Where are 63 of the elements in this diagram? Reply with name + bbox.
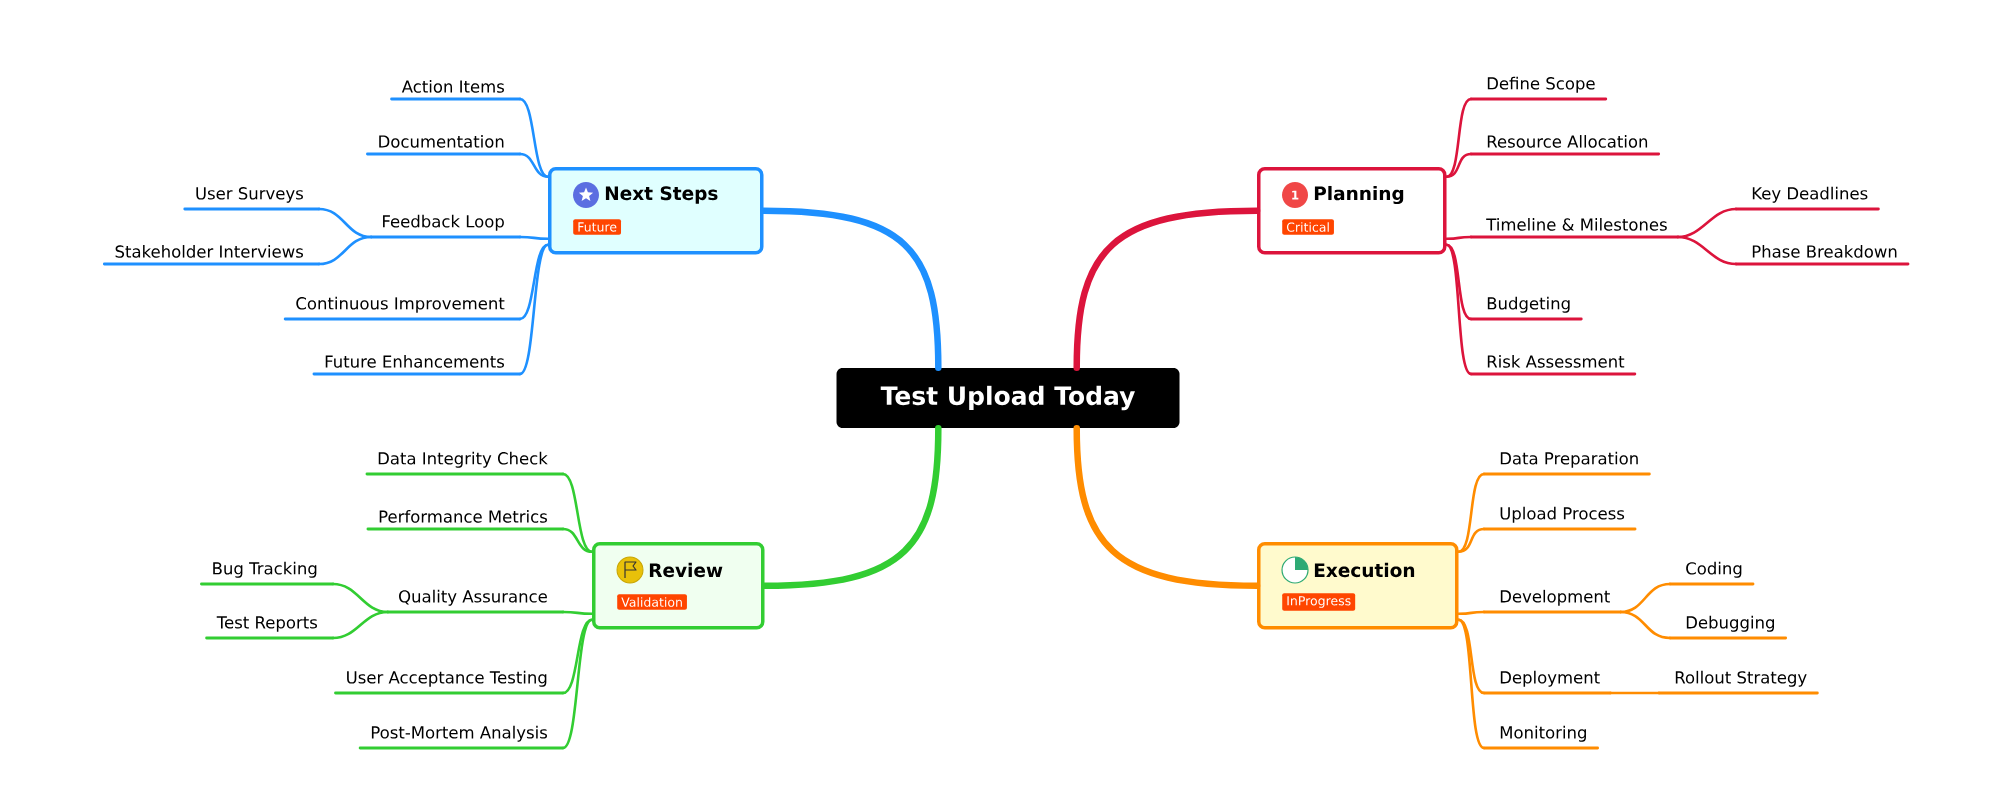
topic-label: Upload Process <box>1482 506 1637 531</box>
branch-line <box>1445 235 1473 241</box>
branch-box <box>1257 167 1447 255</box>
branch-line <box>1457 610 1486 616</box>
branch-line <box>1609 691 1661 695</box>
branch-line <box>1073 424 1261 589</box>
status-badge: Future <box>573 219 621 235</box>
topic-label: Stakeholder Interviews <box>102 245 321 266</box>
topic-label: Data Preparation <box>1482 451 1651 476</box>
central-topic-box: Test Upload Today <box>836 368 1180 428</box>
topic-label: Risk Assessment <box>1469 355 1637 376</box>
branch-line <box>331 610 390 640</box>
topic-label: User Acceptance Testing <box>334 670 565 695</box>
status-badge: InProgress <box>1282 593 1356 611</box>
topic-label: Action Items <box>390 80 522 101</box>
branch-line <box>518 243 550 376</box>
topic-label: Debugging <box>1668 615 1788 640</box>
topic-label: Development <box>1482 589 1622 614</box>
branch-line <box>1073 207 1261 372</box>
topic-label: Bug Tracking <box>200 561 335 586</box>
topic-label: User Surveys <box>183 187 321 211</box>
branch-line <box>317 235 373 266</box>
branch-line <box>518 235 550 241</box>
topic-label: Key Deadlines <box>1734 186 1880 211</box>
branch-title: Review <box>649 562 723 578</box>
branch-title: Execution <box>1314 562 1415 578</box>
branch-line <box>561 527 594 554</box>
branch-box <box>1257 542 1459 630</box>
topic-label: Post-Mortem Analysis <box>358 725 565 750</box>
topic-label: Data Integrity Check <box>365 451 565 476</box>
branch-line <box>1445 152 1473 179</box>
branch-line <box>760 207 942 372</box>
branch-title: Next Steps <box>605 186 718 204</box>
branch-line <box>1457 618 1486 750</box>
branch-line <box>561 618 594 750</box>
branch-line <box>1619 610 1672 640</box>
topic-label: Test Reports <box>205 616 335 640</box>
topic-label: Resource Allocation <box>1469 135 1661 156</box>
topic-label: Rollout Strategy <box>1657 670 1819 695</box>
branch-line <box>561 610 594 616</box>
topic-label: Define Scope <box>1469 76 1608 101</box>
topic-label: Deployment <box>1482 670 1612 695</box>
topic-label: Feedback Loop <box>369 214 522 239</box>
branch-line <box>761 424 942 589</box>
topic-label: Timeline & Milestones <box>1469 218 1680 239</box>
branch-box <box>592 542 765 630</box>
topic-label: Continuous Improvement <box>283 296 522 321</box>
topic-label: Quality Assurance <box>386 589 565 614</box>
topic-label: Phase Breakdown <box>1734 245 1910 266</box>
branch-line <box>1445 243 1473 376</box>
status-badge: Validation <box>617 594 687 610</box>
topic-label: Monitoring <box>1482 725 1600 750</box>
branch-line <box>1457 527 1486 554</box>
topic-label: Performance Metrics <box>366 510 565 531</box>
branch-line <box>1676 235 1738 266</box>
topic-label: Documentation <box>366 135 522 156</box>
topic-label: Future Enhancements <box>312 355 522 376</box>
branch-box <box>548 167 764 255</box>
topic-label: Budgeting <box>1469 296 1583 321</box>
topic-label: Coding <box>1668 561 1755 586</box>
branch-line <box>518 152 550 179</box>
branch-title: Planning <box>1314 185 1404 205</box>
status-badge: Critical <box>1282 219 1334 235</box>
